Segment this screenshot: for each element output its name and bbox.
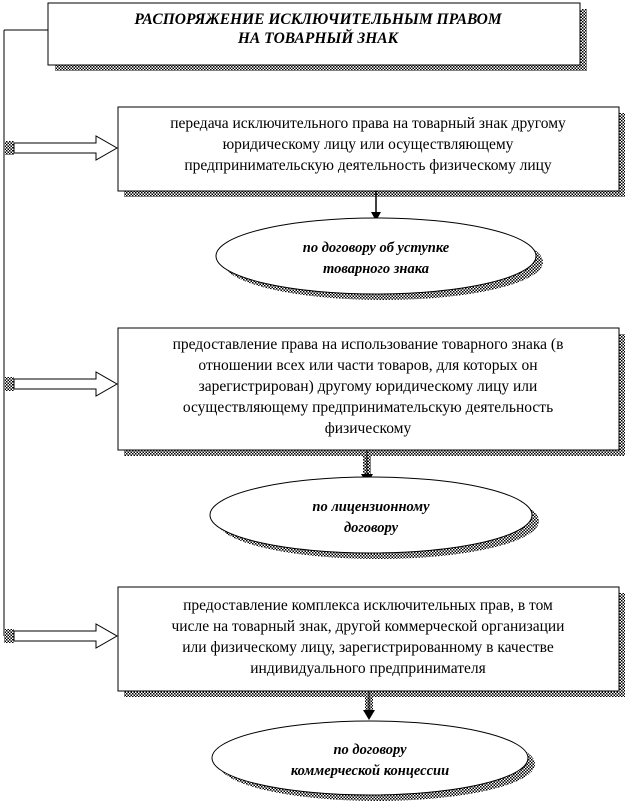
branch-3-box-line-2: числе на товарный знак, другой коммерчес… <box>172 618 565 635</box>
branch-1: передача исключительного права на товарн… <box>4 106 625 300</box>
branch-3: предоставление комплекса исключительных … <box>4 586 625 801</box>
branch-2: предоставление права на использование то… <box>4 327 625 559</box>
branch-2-box-line-1: предоставление права на использование то… <box>173 336 564 353</box>
branch-3-oval <box>211 720 529 796</box>
branch-2-oval-line-1: по лицензионному <box>312 499 430 515</box>
branch-1-box-line-3: предпринимательскую деятельность физичес… <box>184 157 552 174</box>
down-arrow-icon <box>371 191 381 221</box>
branch-2-box-line-2: отношении всех или части товаров, для ко… <box>198 357 537 374</box>
branch-2-oval-line-2: договору <box>344 520 399 536</box>
branch-1-oval-line-2: товарного знака <box>323 261 429 277</box>
branch-2-box-line-5: физическому <box>325 420 412 437</box>
branch-3-box-line-3: или физическому лицу, зарегистрированном… <box>182 639 554 656</box>
branch-3-box-line-4: индивидуального предпринимателя <box>250 660 486 677</box>
right-arrow-icon <box>4 371 119 397</box>
branch-1-oval-line-1: по договору об уступке <box>303 240 450 256</box>
title-line-1: РАСПОРЯЖЕНИЕ ИСКЛЮЧИТЕЛЬНЫМ ПРАВОМ <box>134 11 503 28</box>
down-arrow-icon <box>363 691 375 720</box>
branch-2-box-line-4: осуществляющему предпринимательскую деят… <box>183 399 553 416</box>
branch-2-oval <box>209 476 533 554</box>
branch-1-box-line-2: юридическому лицу или осуществляющему <box>223 136 514 153</box>
title-block: РАСПОРЯЖЕНИЕ ИСКЛЮЧИТЕЛЬНЫМ ПРАВОМ НА ТО… <box>47 2 587 71</box>
title-line-2: НА ТОВАРНЫЙ ЗНАК <box>237 29 400 47</box>
branch-2-box <box>117 327 620 451</box>
branch-2-box-line-3: зарегистрирован) другому юридическому ли… <box>199 378 538 395</box>
right-arrow-icon <box>4 623 119 649</box>
branch-3-oval-line-2: коммерческой концессии <box>291 763 449 779</box>
branch-1-box-line-1: передача исключительного права на товарн… <box>170 115 566 132</box>
right-arrow-icon <box>4 135 119 161</box>
branch-3-box-line-1: предоставление комплекса исключительных … <box>183 597 553 614</box>
branch-3-oval-line-1: по договору <box>333 742 407 758</box>
branch-1-box <box>117 106 620 192</box>
branch-1-oval <box>215 217 537 295</box>
